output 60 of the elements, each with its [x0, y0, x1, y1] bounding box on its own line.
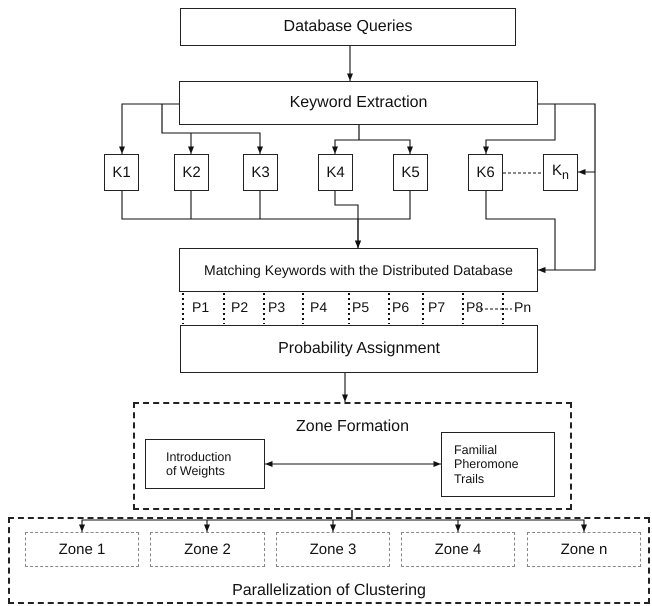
process-box: [441, 432, 555, 497]
partition-label: P2: [231, 299, 248, 315]
partition-label: P7: [428, 299, 446, 315]
process-box: [180, 8, 516, 46]
box-label: K3: [251, 164, 270, 182]
arrow: [538, 103, 596, 274]
box-label: Zone 4: [434, 540, 482, 558]
process-box: [179, 248, 538, 292]
arrow: [354, 191, 411, 248]
partition-label: P8: [466, 299, 484, 315]
keyword-box: [468, 154, 503, 191]
box-label: K2: [182, 164, 201, 182]
partition-label: P6: [392, 299, 410, 315]
box-label: K1: [112, 164, 131, 182]
partition-label: P1: [192, 299, 210, 315]
arrow: [161, 103, 264, 154]
group-heading: Parallelization of Clustering: [232, 582, 426, 600]
box-label: Familial Pheromone Trails: [454, 442, 520, 486]
process-box: [145, 439, 265, 489]
box-label: K4: [326, 164, 345, 182]
dashed-group-box: [8, 517, 650, 604]
zone-box: [401, 532, 515, 567]
box-label: Zone n: [560, 540, 608, 558]
box-label: Probability Assignment: [278, 340, 440, 358]
box-label: Keyword Extraction: [290, 94, 428, 112]
arrow: [485, 191, 556, 274]
box-label: K6: [476, 164, 495, 182]
partition-label: P5: [352, 299, 370, 315]
process-box: [179, 81, 538, 125]
arrow: [482, 103, 556, 154]
box-label: Introduction of Weights: [166, 450, 232, 478]
box-label: Database Queries: [284, 18, 412, 36]
arrow: [358, 125, 414, 154]
keyword-box: [543, 154, 578, 191]
arrow: [342, 373, 348, 402]
box-label: K5: [401, 164, 420, 182]
zone-box: [527, 532, 641, 567]
keyword-box: [104, 154, 139, 191]
arrow: [351, 510, 588, 532]
keyword-box: [393, 154, 428, 191]
box-label: Zone 2: [184, 540, 231, 558]
partition-label: P4: [310, 299, 328, 315]
connector-line: [503, 172, 543, 174]
keyword-box: [318, 154, 353, 191]
arrow: [265, 460, 441, 468]
partition-label: Pn: [514, 299, 532, 315]
group-heading: Zone Formation: [296, 418, 409, 436]
keyword-box: [174, 154, 209, 191]
arrow: [346, 46, 354, 81]
box-label: K$_{n}$: [552, 162, 569, 183]
box-label: Matching Keywords with the Distributed Database: [204, 262, 513, 278]
zone-box: [150, 532, 265, 567]
box-label: Zone 1: [58, 540, 106, 558]
partition-label: P3: [268, 299, 286, 315]
process-box: [180, 325, 538, 373]
keyword-box: [243, 154, 278, 191]
box-label: Zone 3: [310, 540, 356, 558]
dashed-group-box: [133, 402, 572, 510]
zone-box: [25, 532, 139, 567]
zone-box: [276, 532, 390, 567]
